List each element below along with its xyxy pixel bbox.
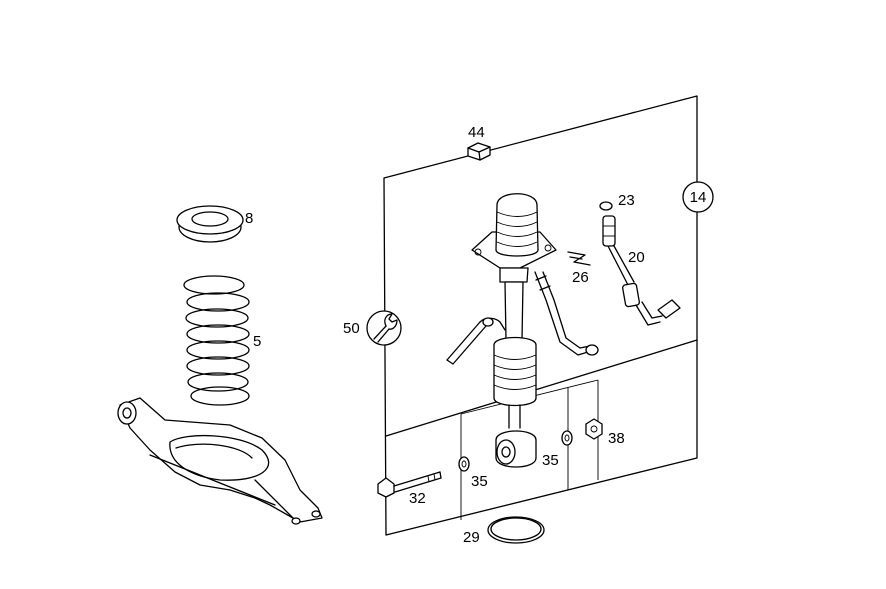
bolt-part [377, 471, 442, 498]
callout-32: 32 [409, 490, 426, 507]
callout-26: 26 [572, 269, 589, 286]
washer-left-part [458, 456, 470, 472]
callout-50: 50 [343, 320, 360, 337]
hose-part [602, 215, 681, 326]
callout-20: 20 [628, 249, 645, 266]
callout-8: 8 [245, 210, 253, 227]
callout-29: 29 [463, 529, 480, 546]
washer-right-part [561, 430, 573, 446]
callout-35-left: 35 [471, 473, 488, 490]
strut-assembly-part [471, 193, 557, 468]
lower-nut-part [585, 418, 603, 440]
strut-air-line-part [534, 271, 599, 356]
o-ring-part [487, 516, 545, 544]
spring-seat-part [176, 205, 244, 243]
wrench-icon [366, 310, 402, 346]
callout-38: 38 [608, 430, 625, 447]
washer-small-part [599, 201, 613, 211]
sensor-link-part [446, 317, 506, 365]
circled-number-icon [682, 181, 714, 213]
callout-14: 14 [690, 189, 707, 206]
control-arm-part [117, 397, 323, 525]
callout-44: 44 [468, 124, 485, 141]
callout-23: 23 [618, 192, 635, 209]
callout-5: 5 [253, 333, 261, 350]
clip-part [567, 251, 591, 266]
coil-spring-part [183, 275, 250, 406]
top-nut-part [467, 142, 491, 161]
callout-35-right: 35 [542, 452, 559, 469]
